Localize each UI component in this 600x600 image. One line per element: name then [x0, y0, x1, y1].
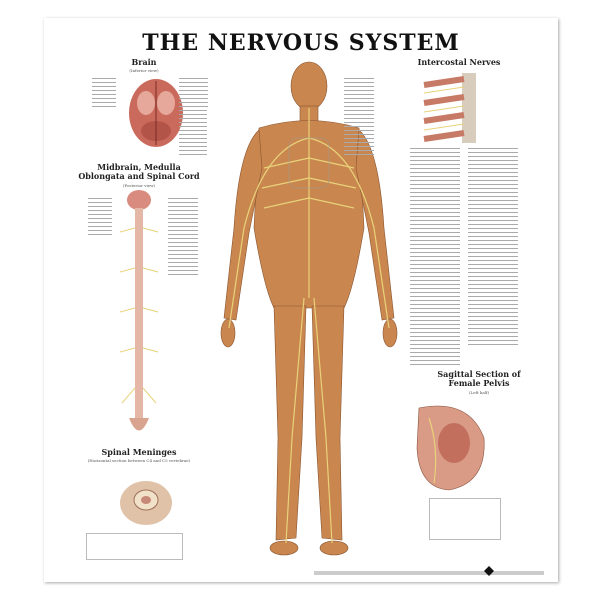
brain-subtitle: (Inferior view) [129, 68, 159, 73]
spinal-cord-illustration [119, 190, 159, 431]
human-nervous-system-figure [220, 61, 398, 556]
key-list-column-1 [410, 148, 460, 368]
figure-labels-right [344, 78, 374, 158]
copyright-line [314, 571, 544, 575]
pelvis-key-box [429, 498, 501, 540]
midbrain-heading: Midbrain, Medulla Oblongata and Spinal C… [78, 162, 200, 181]
meninges-heading: Spinal Meninges [101, 447, 177, 457]
meninges-subtitle: (Horizontal section between C4 and C5 ve… [87, 458, 191, 463]
midbrain-labels-right [168, 198, 198, 278]
midbrain-labels-left [88, 198, 112, 238]
intercostal-illustration [423, 73, 476, 143]
publisher-logo-icon [484, 566, 494, 576]
brain-illustration [129, 79, 183, 147]
abbreviations-key-box [86, 533, 183, 560]
pelvis-subtitle: (Left half) [468, 390, 490, 395]
intercostal-heading: Intercostal Nerves [417, 57, 501, 67]
midbrain-subtitle: (Posterior view) [122, 183, 156, 188]
pelvis-heading: Sagittal Section of Female Pelvis [437, 369, 521, 388]
figure-labels-left [179, 78, 207, 158]
key-list-column-2 [468, 148, 518, 348]
poster-title: THE NERVOUS SYSTEM [142, 30, 460, 56]
meninges-illustration [120, 481, 172, 525]
pelvis-illustration [416, 405, 485, 491]
brain-heading: Brain [131, 57, 157, 67]
poster: THE NERVOUS SYSTEM Brain (Inferior view)… [44, 18, 558, 582]
brain-labels-left [92, 78, 116, 110]
